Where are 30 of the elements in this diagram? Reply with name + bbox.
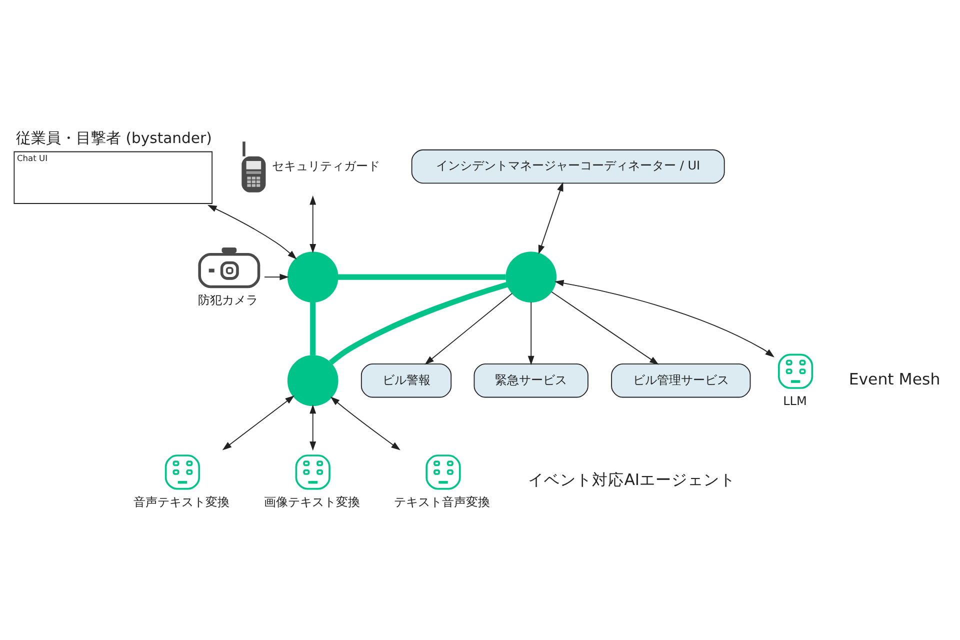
arrow (330, 396, 400, 450)
arrow (264, 273, 289, 280)
node-box: ビル管理サービス (611, 363, 751, 398)
node-box: Chat UI (14, 150, 213, 204)
connector (338, 274, 506, 280)
arrow (538, 181, 564, 254)
label: イベント対応AIエージェント (528, 470, 736, 489)
node-label: 従業員・目撃者 (bystander) (16, 130, 212, 147)
node-label: テキスト音声変換 (394, 494, 490, 508)
connector (310, 302, 316, 355)
node-circle (506, 251, 557, 302)
arrow (424, 292, 513, 364)
node-box: ビル警報 (360, 363, 452, 398)
node-box: インシデントマネージャーコーディネーター / UI (411, 148, 725, 184)
node-label: 防犯カメラ (198, 292, 258, 307)
arrow (207, 204, 297, 259)
arrow (528, 301, 534, 365)
label: Event Mesh (848, 368, 940, 388)
arrow (551, 290, 659, 364)
arrow (310, 404, 316, 450)
arrow (310, 194, 316, 253)
node-label: LLM (783, 394, 807, 408)
node-label: セキュリティガード (272, 158, 380, 173)
connector (329, 281, 508, 364)
node-label: 画像テキスト変換 (264, 494, 360, 508)
node-box: 緊急サービス (474, 363, 588, 398)
arrow (222, 395, 294, 450)
arrow (554, 279, 774, 357)
node-circle (287, 354, 338, 406)
node-label: 音声テキスト変換 (133, 494, 230, 508)
